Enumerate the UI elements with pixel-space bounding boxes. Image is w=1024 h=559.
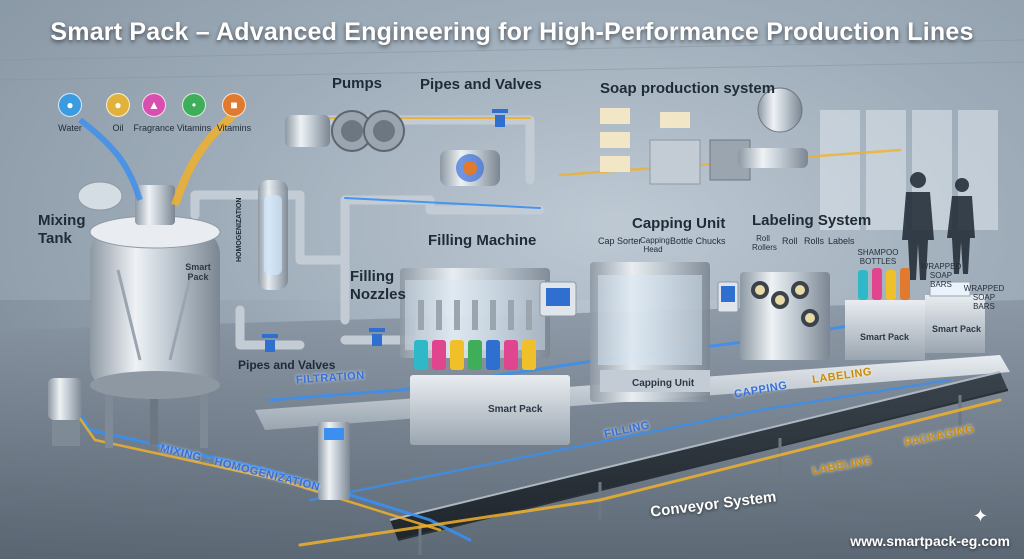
bottles-group — [414, 340, 536, 370]
ingredient-vitamins-1: • Vitamins — [172, 93, 216, 133]
vitamins-dots-icon: • — [182, 93, 206, 117]
ingredient-label: Fragrance — [133, 123, 175, 133]
filling-nozzle — [454, 300, 460, 330]
pipes-valves-bottom-label: Pipes and Valves — [238, 358, 336, 372]
mixing-tank — [77, 106, 243, 448]
box-brand-label-1: Smart Pack — [860, 332, 910, 342]
page-title: Smart Pack – Advanced Engineering for Hi… — [50, 18, 974, 46]
ingredient-oil: ● Oil — [96, 93, 140, 133]
bottle — [504, 340, 518, 370]
control-cabinet — [318, 422, 350, 500]
bottle — [432, 340, 446, 370]
labeling-system-label: Labeling System — [752, 212, 872, 229]
filling-nozzle — [418, 300, 424, 330]
motor-unit — [48, 378, 82, 446]
wrapped-soap-bars-label: WRAPPED SOAP BARS — [920, 262, 962, 289]
pipe-network — [190, 115, 545, 350]
filling-nozzle — [490, 300, 496, 330]
filling-nozzle — [472, 300, 478, 330]
filling-machine-label: Filling Machine — [428, 232, 537, 249]
roll-label: Roll — [782, 236, 798, 246]
sparkle-icon: ✦ — [972, 506, 988, 526]
bottle — [468, 340, 482, 370]
ingredient-label: Water — [58, 123, 82, 133]
box-brand-label-2: Smart Pack — [932, 324, 982, 334]
homogenizer-vessel — [258, 180, 288, 290]
website-url: www.smartpack-eg.com — [850, 533, 1010, 549]
cap-sorter-label: Cap Sorter — [598, 236, 642, 246]
homogenization-label: HOMOGENIZATION — [236, 197, 243, 262]
filling-nozzle — [436, 300, 442, 330]
pumps — [285, 110, 500, 186]
tank-brand-label: Smart Pack — [185, 262, 211, 282]
filling-nozzle — [526, 300, 532, 330]
roll-rollers-label: Roll Rollers — [752, 234, 777, 252]
filling-nozzles-group — [418, 300, 532, 330]
shampoo-bottles-label: SHAMPOO BOTTLES — [857, 248, 899, 266]
filling-brand-label: Smart Pack — [488, 404, 543, 415]
ingredient-label: Oil — [112, 123, 124, 133]
vitamins-capsules-icon: ■ — [222, 93, 246, 117]
rolls-label: Rolls — [804, 236, 825, 246]
pumps-label: Pumps — [332, 75, 383, 92]
capping-head-label: Capping Head — [640, 236, 670, 254]
capping-unit-title: Capping Unit — [632, 215, 726, 232]
fragrance-flask-icon: ▲ — [142, 93, 166, 117]
pipes-valves-top-label: Pipes and Valves — [420, 76, 542, 93]
filling-nozzle — [508, 300, 514, 330]
bottle — [450, 340, 464, 370]
ingredient-vitamins-2: ■ Vitamins — [212, 93, 256, 133]
soap-production-system — [600, 87, 808, 185]
ingredient-water: ● Water — [48, 93, 92, 133]
mixing-tank-label: Mixing Tank — [38, 212, 86, 247]
wrapped-soap-bars-label-2: WRAPPED SOAP BARS — [963, 284, 1005, 311]
capping-unit-panel-label: Capping Unit — [632, 378, 695, 389]
filling-machine — [400, 268, 577, 445]
ingredient-label: Vitamins — [176, 123, 212, 133]
packaging-boxes — [845, 268, 985, 360]
workers-silhouette — [902, 172, 975, 280]
labeling-system — [740, 272, 830, 360]
ingredient-label: Vitamins — [216, 123, 252, 133]
filling-nozzles-label: Filling Nozzles — [350, 268, 406, 303]
labels-label: Labels — [828, 236, 855, 246]
oil-drop-icon: ● — [106, 93, 130, 117]
ingredient-fragrance: ▲ Fragrance — [132, 93, 176, 133]
bottle — [414, 340, 428, 370]
capping-unit — [590, 262, 739, 402]
bottle — [486, 340, 500, 370]
valves — [262, 109, 508, 352]
soap-system-label: Soap production system — [600, 80, 776, 97]
bottle — [522, 340, 536, 370]
bottle-chucks-label: Bottle Chucks — [670, 236, 726, 246]
water-drop-icon: ● — [58, 93, 82, 117]
